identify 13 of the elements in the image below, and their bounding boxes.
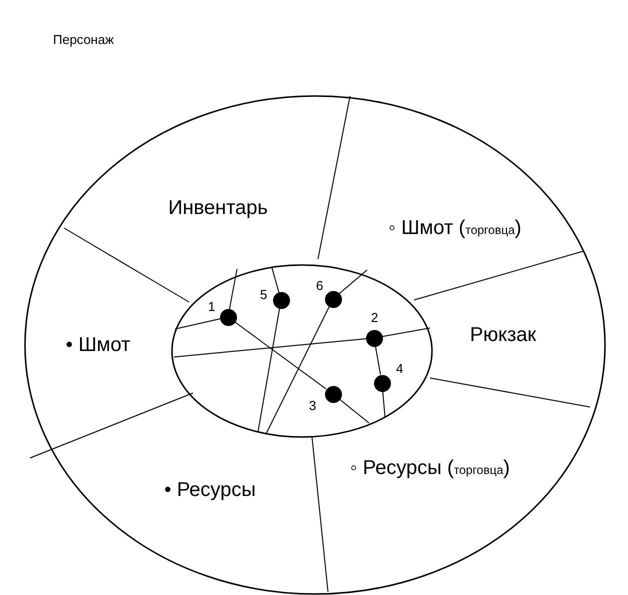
dot-number: 5	[260, 287, 268, 302]
sector-label: • Ресурсы	[164, 478, 256, 502]
dot-number: 4	[396, 361, 404, 376]
dot-number: 6	[316, 278, 324, 293]
diagram-title: Персонаж	[53, 32, 114, 47]
sector-label: Рюкзак	[470, 323, 536, 347]
sector-label: Инвентарь	[168, 196, 268, 220]
dot-number: 3	[309, 398, 316, 413]
sector-label: • Шмот	[66, 333, 130, 357]
connector-line	[234, 322, 327, 390]
dot-number: 1	[208, 299, 216, 314]
dot-number: 2	[371, 310, 378, 325]
connector-line	[375, 346, 381, 376]
